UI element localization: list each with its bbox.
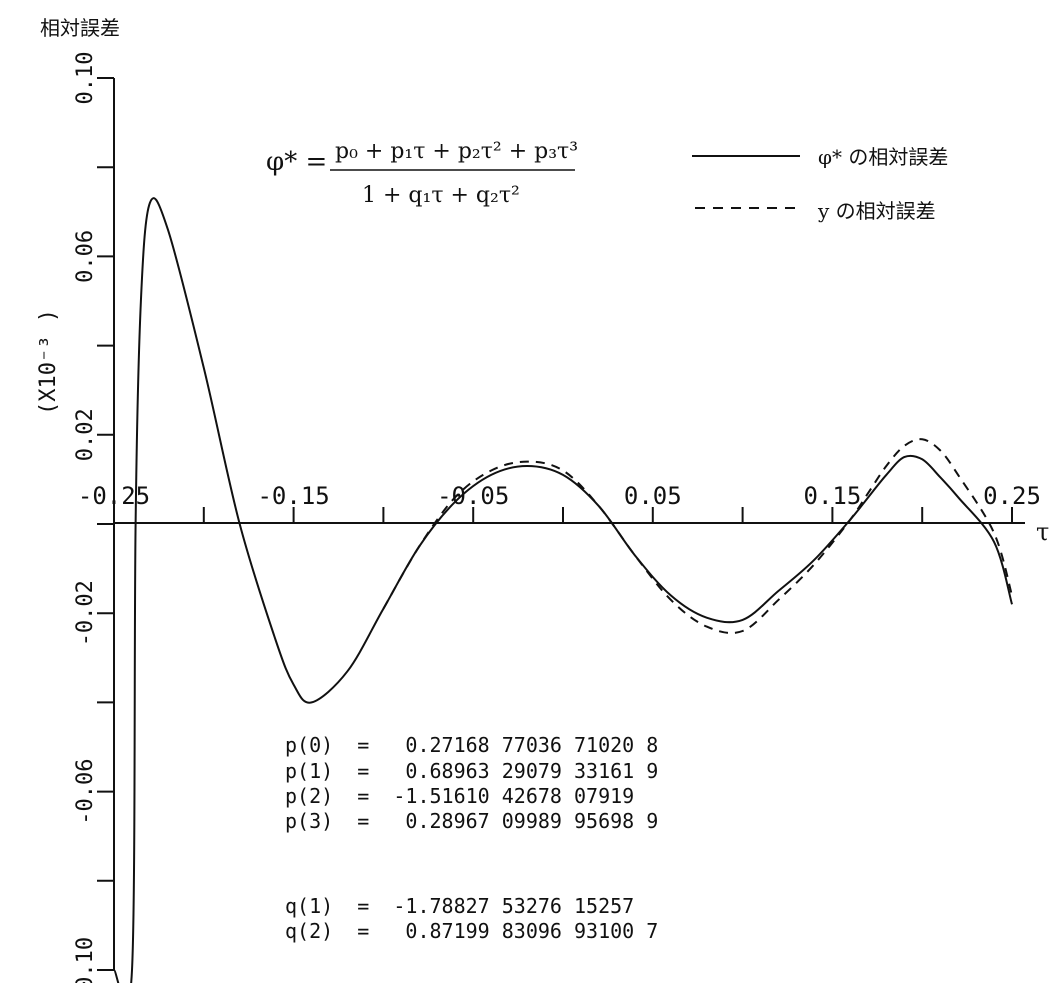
x-tick-label-0: -0.25: [78, 482, 150, 510]
legend-solid-label: φ* の相対誤差: [818, 145, 948, 169]
formula: φ* = p₀ + p₁τ + p₂τ² + p₃τ³ 1 + q₁τ + q₂…: [266, 139, 578, 208]
y-tick-label-1: 0.06: [73, 230, 98, 283]
series-layer: [113, 197, 1013, 983]
formula-denominator: 1 + q₁τ + q₂τ²: [362, 183, 520, 208]
y-tick-label-4: -0.06: [73, 758, 98, 824]
coef-p1: p(1) = 0.68963 29079 33161 9: [285, 759, 659, 783]
x-tick-label-3: 0.05: [624, 482, 682, 510]
y-ticks: 0.10 0.06 0.02 -0.02 -0.06 -0.10: [73, 52, 114, 983]
coef-p3: p(3) = 0.28967 09989 95698 9: [285, 809, 659, 833]
series-line-1: [382, 438, 1013, 634]
y-tick-label-3: -0.02: [73, 580, 98, 646]
x-tick-label-5: 0.25: [983, 482, 1041, 510]
y-tick-label-0: 0.10: [73, 52, 98, 105]
legend-dashed-label: y の相対誤差: [817, 199, 936, 223]
formula-lhs: φ* =: [266, 147, 327, 177]
x-tick-label-4: 0.15: [804, 482, 862, 510]
coef-q2: q(2) = 0.87199 83096 93100 7: [285, 919, 659, 943]
y-axis-title: 相対誤差: [40, 16, 120, 40]
formula-numerator: p₀ + p₁τ + p₂τ² + p₃τ³: [335, 139, 578, 164]
coef-p0: p(0) = 0.27168 77036 71020 8: [285, 733, 659, 757]
x-tick-label-1: -0.15: [257, 482, 329, 510]
coef-p2: p(2) = -1.51610 42678 07919: [285, 784, 635, 808]
y-tick-label-2: 0.02: [73, 408, 98, 461]
legend: φ* の相対誤差 y の相対誤差: [692, 145, 948, 223]
y-tick-label-5: -0.10: [73, 937, 98, 983]
series-line-0: [113, 197, 1013, 983]
y-scale-label: (X10⁻³ ): [36, 309, 61, 415]
coef-q1: q(1) = -1.78827 53276 15257: [285, 894, 635, 918]
x-axis-title: τ: [1036, 518, 1049, 546]
